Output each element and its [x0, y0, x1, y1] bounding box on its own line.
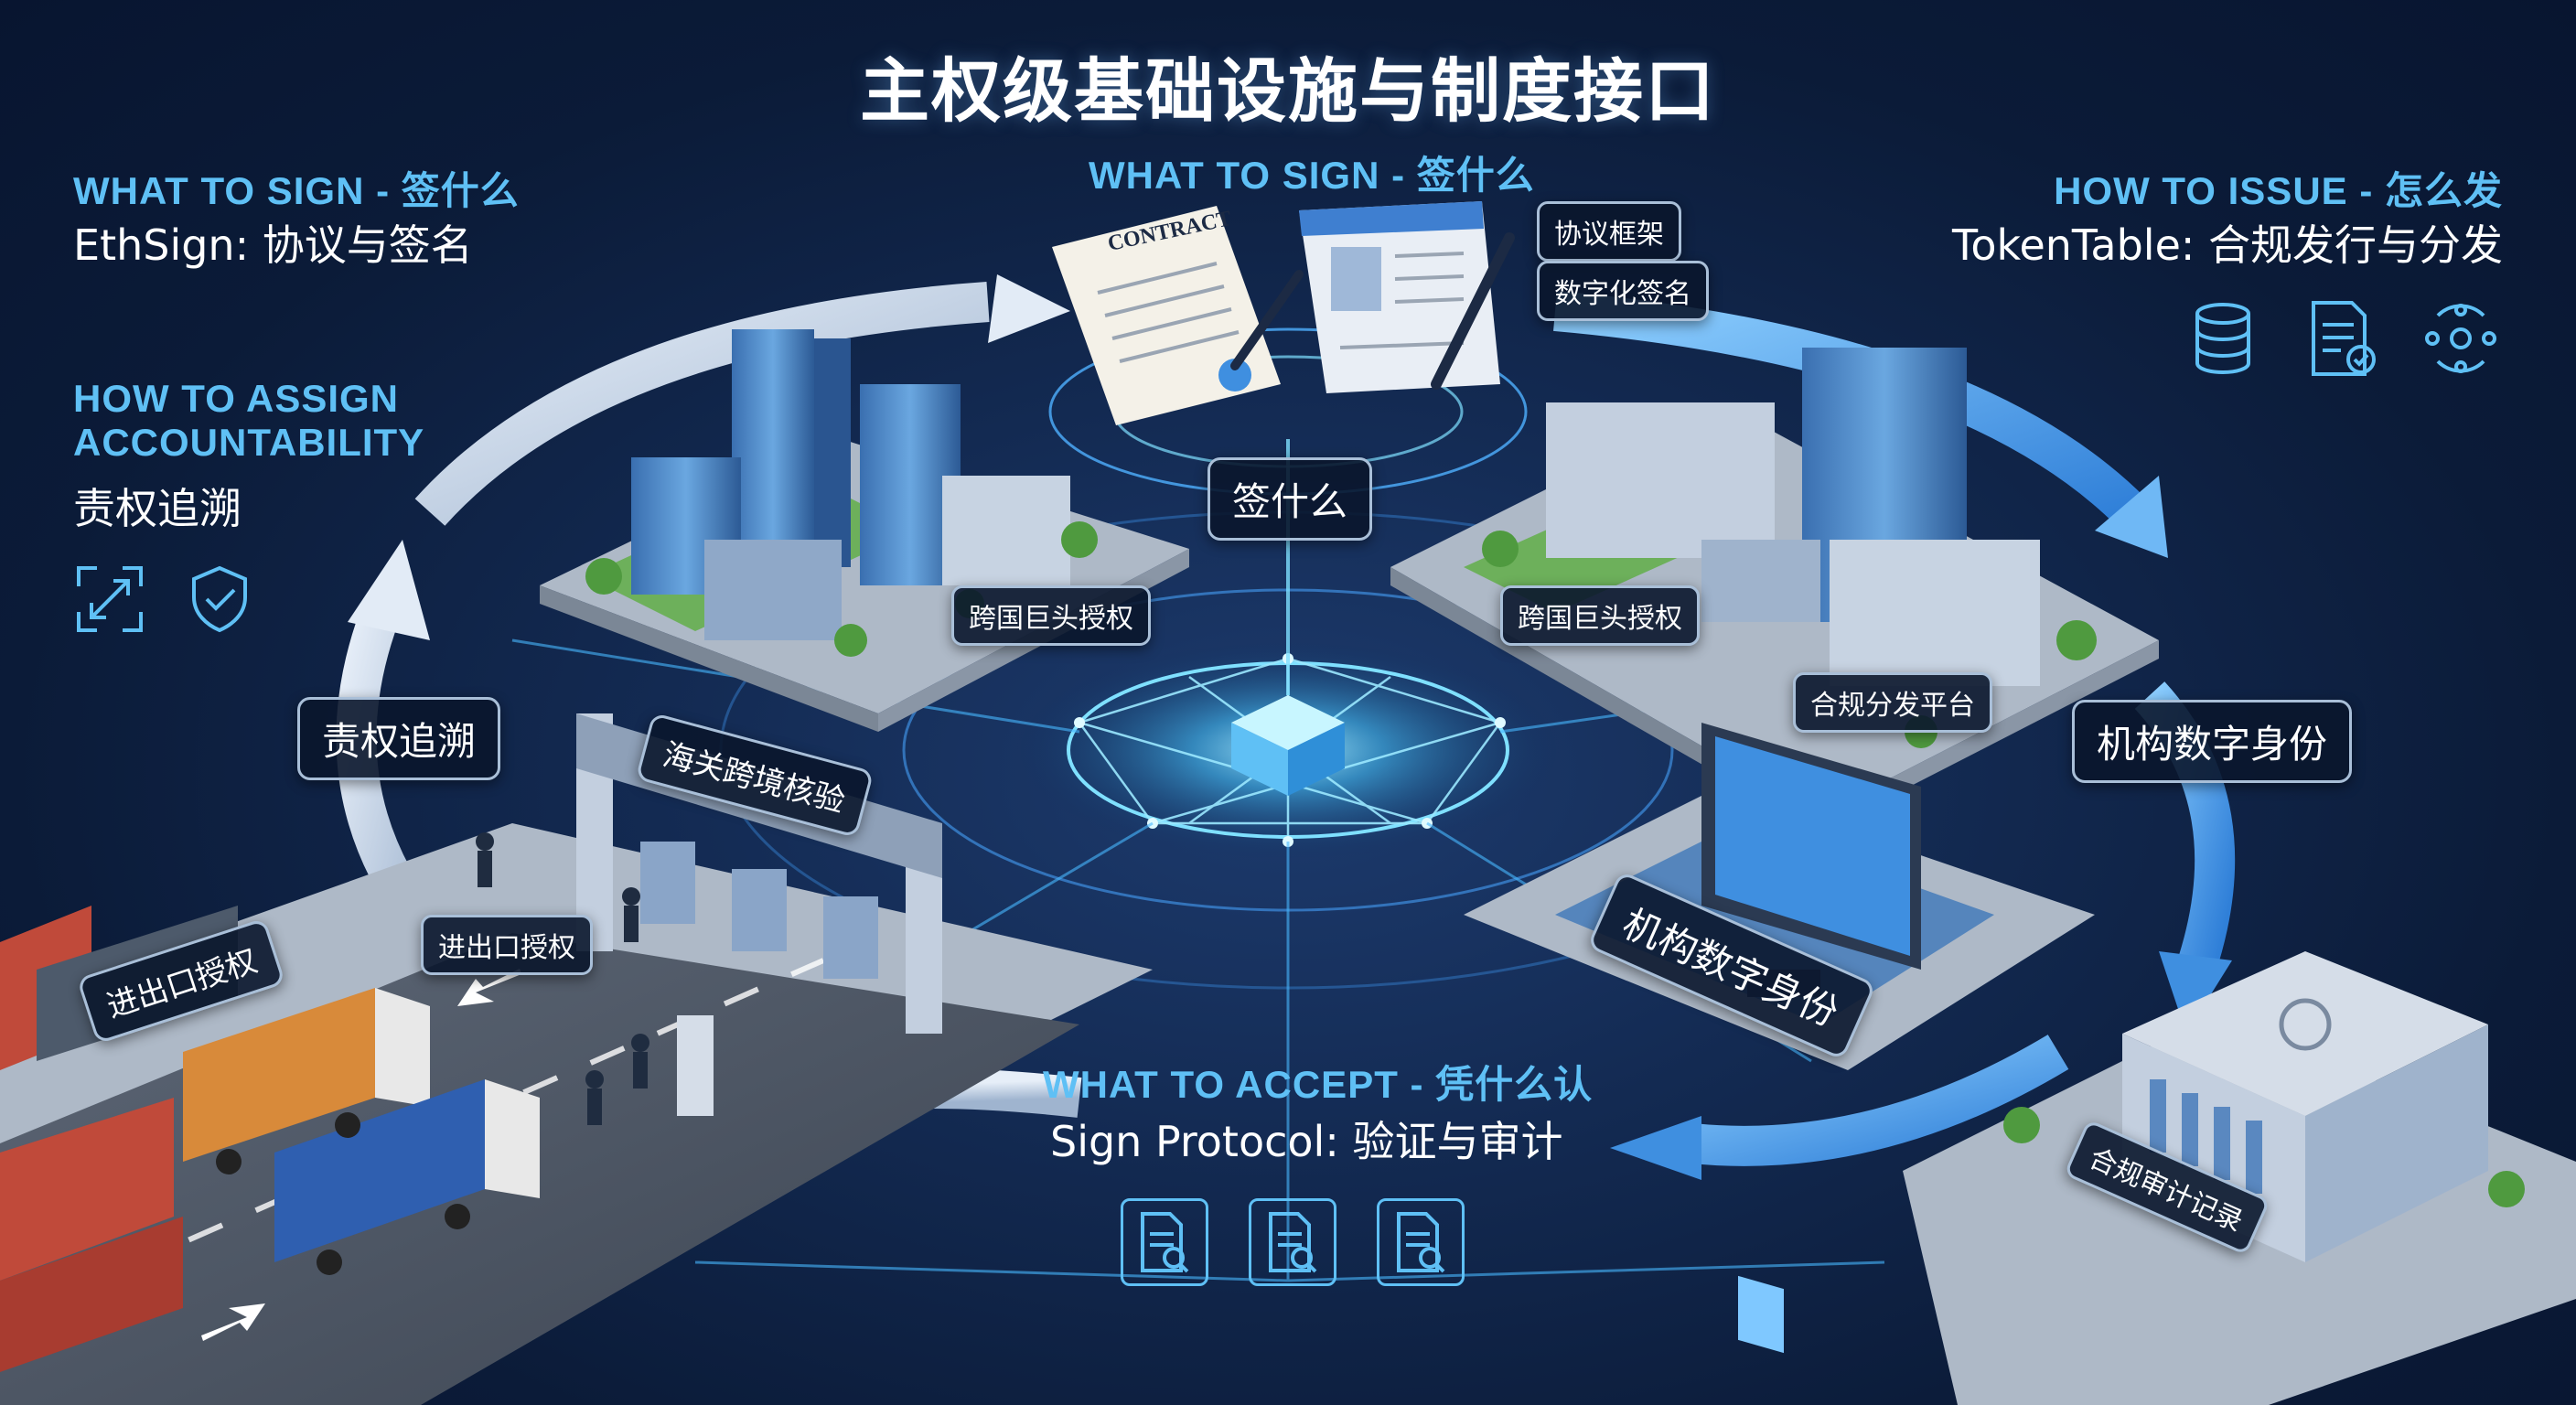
- assign-text: 责权追溯: [73, 476, 242, 536]
- audit-doc-icon-2: [1249, 1198, 1336, 1286]
- network-distribution-icon: [2420, 297, 2502, 380]
- audit-doc-icon-1: [1121, 1198, 1208, 1286]
- assign-header-line1: HOW TO ASSIGN: [73, 377, 399, 421]
- document-check-icon: [2301, 297, 2383, 380]
- label-distribution-platform: 合规分发平台: [1793, 672, 1992, 733]
- tag-what-to-sign: 签什么: [1208, 457, 1372, 541]
- shield-check-icon: [183, 563, 256, 636]
- sign-protocol-text: Sign Protocol: 验证与审计: [1050, 1109, 1562, 1169]
- audit-building: [1903, 951, 2576, 1405]
- expand-icon: [73, 563, 146, 636]
- assign-header-line2: ACCOUNTABILITY: [73, 421, 424, 465]
- right-tokentable-text: TokenTable: 合规发行与分发: [1952, 212, 2503, 273]
- database-icon: [2182, 297, 2264, 380]
- label-institution-id-arrow: 机构数字身份: [2072, 700, 2352, 783]
- what-to-accept-header: WHAT TO ACCEPT - 凭什么认: [1043, 1054, 1593, 1110]
- page-title: 主权级基础设施与制度接口: [0, 35, 2576, 135]
- label-left-city-authorization: 跨国巨头授权: [951, 585, 1151, 646]
- left-what-to-sign-header: WHAT TO SIGN - 签什么: [73, 160, 520, 216]
- label-right-city-authorization: 跨国巨头授权: [1500, 585, 1700, 646]
- right-how-to-issue-header: HOW TO ISSUE - 怎么发: [2054, 160, 2503, 216]
- center-what-to-sign-header: WHAT TO SIGN - 签什么: [1089, 145, 1535, 200]
- label-road-import-export: 进出口授权: [421, 915, 593, 975]
- label-accountability-arrow: 责权追溯: [297, 697, 500, 780]
- tag-agreement-framework: 协议框架: [1537, 201, 1681, 262]
- tag-digital-signature: 数字化签名: [1537, 261, 1709, 321]
- left-ethsign-text: EthSign: 协议与签名: [73, 212, 473, 273]
- audit-doc-icon-3: [1377, 1198, 1465, 1286]
